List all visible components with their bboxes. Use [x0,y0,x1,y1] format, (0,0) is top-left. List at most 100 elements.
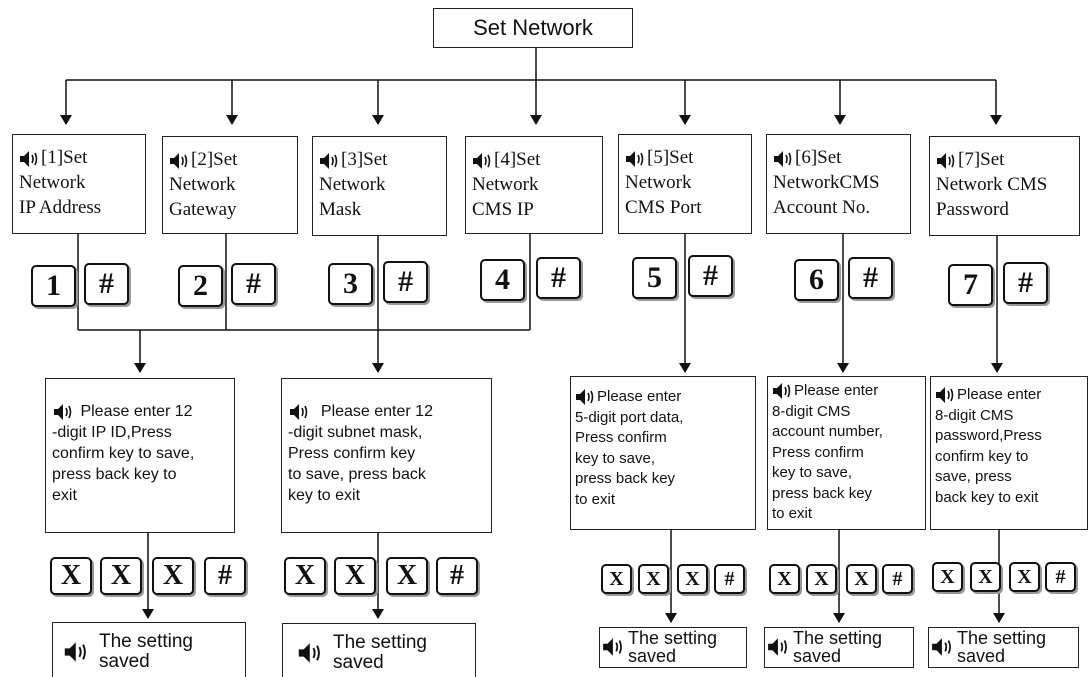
entry-key-hash: # [1045,562,1076,592]
menu-box-2: [2]Set Network Gateway [162,136,298,234]
menu-line: Network CMS [936,174,1048,195]
key-5: 5 [632,257,677,299]
prompt-line: Press confirm [772,443,864,461]
prompt-line: press back key to [52,466,177,483]
menu-box-3: [3]Set Network Mask [312,136,447,236]
entry-key-x: X [846,564,877,594]
prompt-line: account number, [772,423,883,440]
key-hash: # [1003,262,1048,304]
entry-key-x: X [806,564,837,594]
entry-key-x: X [152,557,194,595]
key-4: 4 [480,259,525,301]
speaker-icon [320,152,338,169]
prompt-line: back key to exit [935,488,1039,506]
menu-line: Mask [319,199,362,220]
key-hash: # [536,257,581,299]
menu-line: Network [169,174,236,195]
entry-key-x: X [1009,562,1040,592]
prompt-line: to exit [575,490,616,508]
menu-line: [5]Set [647,147,694,168]
menu-line: [1]Set [41,147,88,168]
menu-line: CMS Port [625,197,702,218]
menu-line: Gateway [169,199,237,220]
speaker-icon [576,389,594,406]
menu-line: NetworkCMS [773,172,880,193]
speaker-icon [54,403,72,420]
menu-line: IP Address [19,197,102,218]
menu-box-7: [7]Set Network CMS Password [929,136,1080,236]
menu-line: [4]Set [494,149,541,170]
saved-line: saved [793,646,842,666]
prompt-line: Press confirm key [288,445,416,462]
prompt-line: confirm key to save, [52,445,195,462]
key-2: 2 [178,265,223,307]
menu-line: Network [319,174,386,195]
menu-line: Password [936,199,1009,220]
speaker-icon [937,152,955,169]
speaker-icon [932,638,951,656]
key-7: 7 [948,264,993,306]
menu-line: Network [19,172,86,193]
speaker-icon [473,152,491,169]
prompt-line: Please enter [794,382,879,399]
key-hash: # [688,255,733,297]
prompt-line: 5-digit port data, [575,408,684,426]
prompt-line: key to exit [288,487,361,504]
prompt-line: confirm key to [935,447,1029,465]
saved-line: The setting [793,628,883,648]
entry-key-x: X [769,564,800,594]
prompt-line: to exit [772,505,813,522]
prompt-line: press back key [575,470,676,487]
key-hash: # [848,257,893,299]
menu-line: [6]Set [795,147,842,168]
entry-key-x: X [386,557,428,595]
speaker-icon [298,643,320,663]
entry-key-hash: # [714,564,745,594]
key-3: 3 [328,263,373,305]
entry-key-x: X [100,557,142,595]
entry-key-x: X [50,557,92,595]
speaker-icon [20,150,38,167]
speaker-icon [64,642,86,662]
prompt-box-6: Please enter 8-digit CMS account number, Pr… [767,376,926,530]
menu-line: [3]Set [341,149,388,170]
saved-line: saved [99,651,150,672]
entry-key-hash: # [436,557,478,595]
speaker-icon [626,150,644,167]
entry-key-x: X [970,562,1001,592]
speaker-icon [170,152,188,169]
title-box: Set Network [433,8,633,48]
menu-line: [2]Set [191,149,238,170]
prompt-line: 8-digit CMS [772,402,851,420]
entry-key-x: X [284,557,326,595]
saved-line: The setting [957,628,1047,648]
entry-key-x: X [638,564,669,594]
prompt-line: Please enter 12 [320,403,433,420]
prompt-line: Please enter [597,388,682,405]
key-hash: # [84,263,129,305]
prompt-line: save, press [935,468,1012,485]
menu-box-1: [1]Set Network IP Address [12,134,146,234]
prompt-line: press back key [772,484,873,502]
speaker-icon [774,150,792,167]
prompt-line: -digit subnet mask, [288,424,423,441]
prompt-line: to save, press back [288,466,426,483]
prompt-line: Please enter [957,386,1042,403]
saved-line: The setting [99,631,193,652]
speaker-icon [773,383,791,400]
prompt-line: Please enter 12 [80,403,193,420]
menu-line: Network [472,174,539,195]
prompt-line: password,Press [935,427,1042,444]
entry-key-hash: # [882,564,913,594]
saved-line: saved [628,646,677,666]
entry-key-x: X [601,564,632,594]
entry-key-x: X [677,564,708,594]
